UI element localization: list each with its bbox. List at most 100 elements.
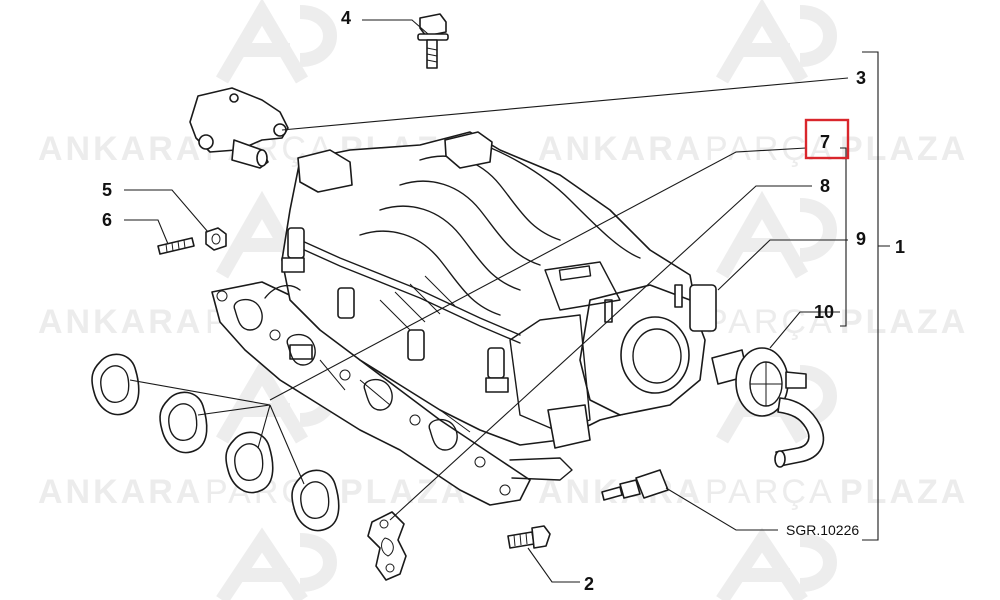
leader-lines — [124, 19, 890, 583]
callout-6[interactable]: 6 — [102, 210, 112, 230]
bolt-head — [531, 525, 551, 549]
leader-9 — [717, 239, 848, 291]
part-2-bolt — [507, 525, 551, 549]
leader-10 — [769, 311, 840, 349]
part-8-gasket — [367, 511, 407, 581]
callout-4[interactable]: 4 — [341, 8, 351, 28]
part-4-bolt — [417, 13, 449, 69]
valve-outlet — [785, 371, 807, 389]
leader-4 — [362, 19, 429, 35]
breather-hose — [775, 397, 825, 467]
watermark-text: PARÇA — [705, 303, 835, 341]
throttle-bore — [620, 316, 690, 394]
leader-7-fan — [129, 379, 305, 485]
sensor-nozzle-tip — [256, 149, 268, 167]
watermark-text: PARÇA — [705, 473, 835, 511]
part-10-valve-hose — [711, 347, 825, 468]
gasket-opening — [100, 365, 130, 403]
intake-port — [363, 378, 393, 411]
sensor-body — [189, 87, 289, 153]
fuel-rail — [299, 239, 521, 336]
gasket — [159, 391, 208, 454]
rib — [319, 359, 471, 433]
gasket-opening — [381, 537, 394, 557]
callout-1[interactable]: 1 — [895, 237, 905, 257]
fuel-rail — [299, 247, 521, 344]
lower-pipe — [509, 457, 573, 481]
plenum-connector — [297, 149, 353, 193]
group-bracket-1 — [862, 51, 890, 541]
bolt-thread — [426, 47, 438, 63]
watermark-logo-icon — [215, 0, 837, 600]
runner-tube — [359, 230, 501, 316]
leader-2 — [527, 547, 580, 583]
sensor-probe — [601, 486, 623, 501]
sensor-connector — [635, 469, 669, 499]
plenum-connector — [444, 131, 493, 169]
part-3-sensor — [189, 87, 289, 169]
runner-tube — [399, 180, 541, 266]
watermark-layer: ANKARA PARÇA PLAZA ANKARA PARÇA PLAZA AN… — [38, 0, 968, 600]
injector-connector — [485, 377, 509, 393]
callout-5[interactable]: 5 — [102, 180, 112, 200]
stud — [604, 299, 613, 323]
valve-cross — [750, 362, 782, 406]
injector — [487, 347, 505, 379]
callout-8[interactable]: 8 — [820, 176, 830, 196]
group-bracket-9-10 — [840, 147, 847, 327]
part-6-stud — [157, 237, 195, 255]
leader-5 — [124, 189, 209, 233]
gasket-hole — [385, 563, 395, 573]
part-5-nut — [205, 227, 227, 251]
throttle-bore-inner — [632, 328, 682, 384]
temperature-sensor — [601, 469, 669, 501]
watermark-text: ANKARA — [38, 303, 203, 341]
small-gasket — [367, 511, 407, 581]
stud-body — [157, 237, 195, 255]
gasket — [291, 469, 340, 532]
callout-2[interactable]: 2 — [584, 574, 594, 594]
bolt-head — [419, 13, 447, 37]
callout-7[interactable]: 7 — [820, 132, 830, 152]
injector-connector — [281, 257, 305, 273]
intake-port — [286, 333, 316, 366]
injector — [407, 329, 425, 361]
callout-7-highlight-frame — [804, 118, 850, 160]
stud — [674, 284, 683, 308]
callout-9[interactable]: 9 — [856, 229, 866, 249]
gasket-opening — [300, 481, 330, 519]
leader-3 — [281, 77, 849, 131]
leader-6 — [124, 219, 169, 245]
reference-code: SGR.10226 — [786, 522, 859, 538]
watermark-text: ANKARA — [38, 130, 203, 168]
nut-body — [205, 227, 227, 251]
callout-labels: 4 3 5 6 7 8 9 1 10 2 SGR.10226 — [102, 8, 905, 594]
intake-manifold-assembly — [211, 131, 717, 506]
injector — [287, 227, 305, 259]
bolt-flange — [417, 33, 449, 41]
injector — [337, 287, 355, 319]
plenum-slot — [558, 265, 592, 281]
watermark-text: ANKARA — [38, 473, 203, 511]
bolt-hole — [499, 484, 511, 496]
callout-10[interactable]: 10 — [814, 302, 834, 322]
sensor-hex — [619, 479, 641, 499]
watermark-text: PLAZA — [840, 473, 968, 511]
throttle-sensor — [689, 284, 717, 332]
bolt-hole — [474, 456, 486, 468]
watermark-text: PLAZA — [840, 303, 968, 341]
runner-tube — [469, 139, 641, 259]
lower-valve — [547, 404, 591, 449]
bolt-hole — [409, 414, 421, 426]
bolt-hole — [269, 329, 281, 341]
hose-end — [774, 450, 786, 468]
injector-connector — [289, 344, 313, 360]
callout-3[interactable]: 3 — [856, 68, 866, 88]
plenum-detail — [544, 261, 621, 311]
intake-port — [428, 418, 458, 451]
watermark-text: PLAZA — [840, 130, 968, 168]
gasket-opening — [168, 403, 198, 441]
bolt-hole — [339, 369, 351, 381]
sensor-pin — [229, 93, 239, 103]
watermark-text: ANKARA — [538, 130, 703, 168]
